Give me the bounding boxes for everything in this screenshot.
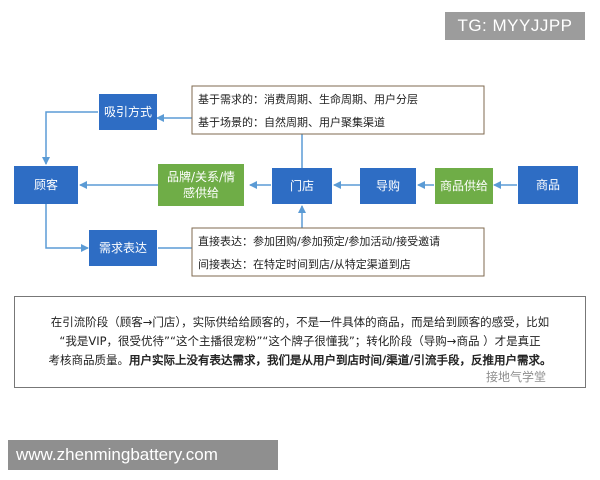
note-top-line-2: 基于场景的：自然周期、用户聚集渠道: [198, 115, 385, 129]
node-attract-label: 吸引方式: [104, 104, 152, 119]
node-customer: 顾客: [14, 166, 78, 204]
node-demand-label: 需求表达: [99, 241, 147, 255]
node-customer-label: 顾客: [34, 177, 58, 192]
node-supply: 商品供给: [435, 168, 493, 204]
node-product: 商品: [518, 166, 578, 204]
node-store-label: 门店: [290, 178, 314, 193]
note-bottom: 直接表达：参加团购/参加预定/参加活动/接受邀请 间接表达：在特定时间到店/从特…: [191, 227, 485, 277]
note-bottom-line-1: 直接表达：参加团购/参加预定/参加活动/接受邀请: [198, 234, 440, 248]
note-top: 基于需求的：消费周期、生命周期、用户分层 基于场景的：自然周期、用户聚集渠道: [191, 85, 485, 135]
note-top-line-1: 基于需求的：消费周期、生命周期、用户分层: [198, 92, 418, 106]
node-brand-label-2: 感供给: [183, 185, 219, 200]
node-attract: 吸引方式: [99, 94, 157, 130]
paragraph-line-3: 考核商品质量。用户实际上没有表达需求，我们是从用户到店时间/渠道/引流手段，反推…: [23, 351, 577, 370]
node-brand: 品牌/关系/情 感供给: [158, 164, 244, 206]
summary-paragraph: 在引流阶段（顾客→门店），实际供给给顾客的，不是一件具体的商品，而是给到顾客的感…: [14, 296, 586, 388]
node-guide-label: 导购: [376, 178, 400, 193]
node-store: 门店: [272, 168, 332, 204]
watermark-bottom: www.zhenmingbattery.com: [8, 440, 278, 470]
watermark-top: TG: MYYJJPP: [445, 12, 585, 40]
arrow-attract-to-customer: [42, 111, 98, 165]
arrow-customer-to-demand: [45, 203, 89, 252]
node-supply-label: 商品供给: [440, 178, 488, 193]
paragraph-line-2: “我是VIP，很受优待”“这个主播很宠粉”“这个牌子很懂我”；转化阶段（导购→商…: [59, 334, 541, 348]
note-bottom-line-2: 间接表达：在特定时间到店/从特定渠道到店: [198, 257, 411, 271]
node-guide: 导购: [360, 168, 416, 204]
node-demand: 需求表达: [89, 230, 157, 266]
flow-diagram: 基于需求的：消费周期、生命周期、用户分层 基于场景的：自然周期、用户聚集渠道 直…: [14, 85, 578, 277]
node-product-label: 商品: [536, 177, 560, 192]
paragraph-line-1: 在引流阶段（顾客→门店），实际供给给顾客的，不是一件具体的商品，而是给到顾客的感…: [50, 315, 550, 329]
node-brand-label-1: 品牌/关系/情: [167, 170, 235, 184]
wechat-watermark: 接地气学堂: [486, 370, 547, 384]
paragraph-line-3-plain: 考核商品质量。: [48, 353, 130, 367]
paragraph-line-3-bold: 用户实际上没有表达需求，我们是从用户到店时间/渠道/引流手段，反推用户需求。: [129, 353, 552, 367]
